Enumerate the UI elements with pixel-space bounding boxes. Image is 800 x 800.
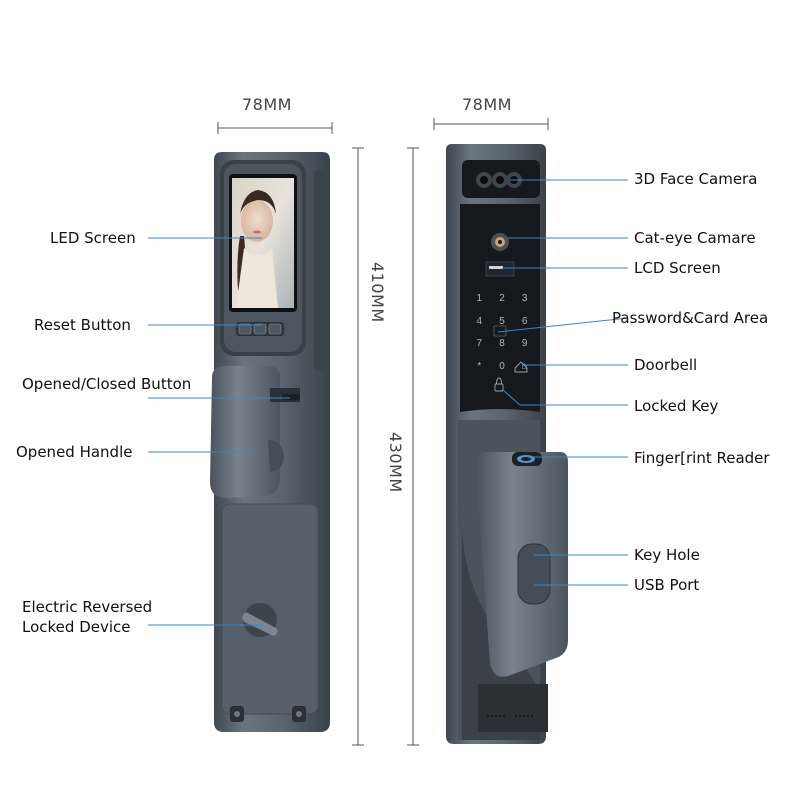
back-width-dimension: 78MM <box>462 95 512 114</box>
back-lock <box>446 144 568 744</box>
label-locked-device: Locked Device <box>22 618 131 636</box>
keypad-key[interactable]: 9 <box>521 338 528 349</box>
dimension-lines <box>217 118 549 746</box>
keypad-key[interactable]: 3 <box>521 293 528 304</box>
keypad: 1 2 3 4 5 6 7 8 9 * 0 ⌂ <box>468 288 536 378</box>
label-opened-closed-button: Opened/Closed Button <box>22 375 192 393</box>
callout-lines <box>148 179 629 626</box>
keypad-key[interactable]: 5 <box>499 315 505 327</box>
glass-panel <box>460 204 540 412</box>
keypad-key[interactable]: 0 <box>499 360 505 372</box>
label-locked-key: Locked Key <box>634 397 719 415</box>
front-lock <box>210 152 330 732</box>
keypad-key[interactable]: 6 <box>521 315 528 327</box>
back-height-dimension: 430MM <box>386 432 405 493</box>
label-lcd-screen: LCD Screen <box>634 259 721 277</box>
keypad-key[interactable]: 8 <box>499 338 505 349</box>
label-fingerprint: Finger[rint Reader <box>634 449 770 467</box>
keypad-key[interactable]: * <box>477 360 482 372</box>
keypad-key[interactable]: 4 <box>476 315 483 327</box>
keypad-key[interactable]: 1 <box>476 293 483 304</box>
label-opened-handle: Opened Handle <box>16 443 133 461</box>
keypad-key[interactable]: ⌂ <box>521 360 528 372</box>
label-usb-port: USB Port <box>634 576 700 594</box>
keypad-key[interactable]: 7 <box>476 338 483 349</box>
label-cat-eye: Cat-eye Camare <box>634 229 756 247</box>
label-reset-button: Reset Button <box>34 316 131 334</box>
label-electric-reversed: Electric Reversed <box>22 598 153 616</box>
label-face-camera: 3D Face Camera <box>634 170 758 188</box>
front-width-dimension: 78MM <box>242 95 292 114</box>
keypad-key[interactable]: 2 <box>499 293 505 304</box>
front-height-dimension: 410MM <box>368 262 387 323</box>
label-led-screen: LED Screen <box>50 229 136 247</box>
label-doorbell: Doorbell <box>634 356 698 374</box>
label-key-hole: Key Hole <box>634 546 700 564</box>
label-password-card: Password&Card Area <box>612 309 769 327</box>
